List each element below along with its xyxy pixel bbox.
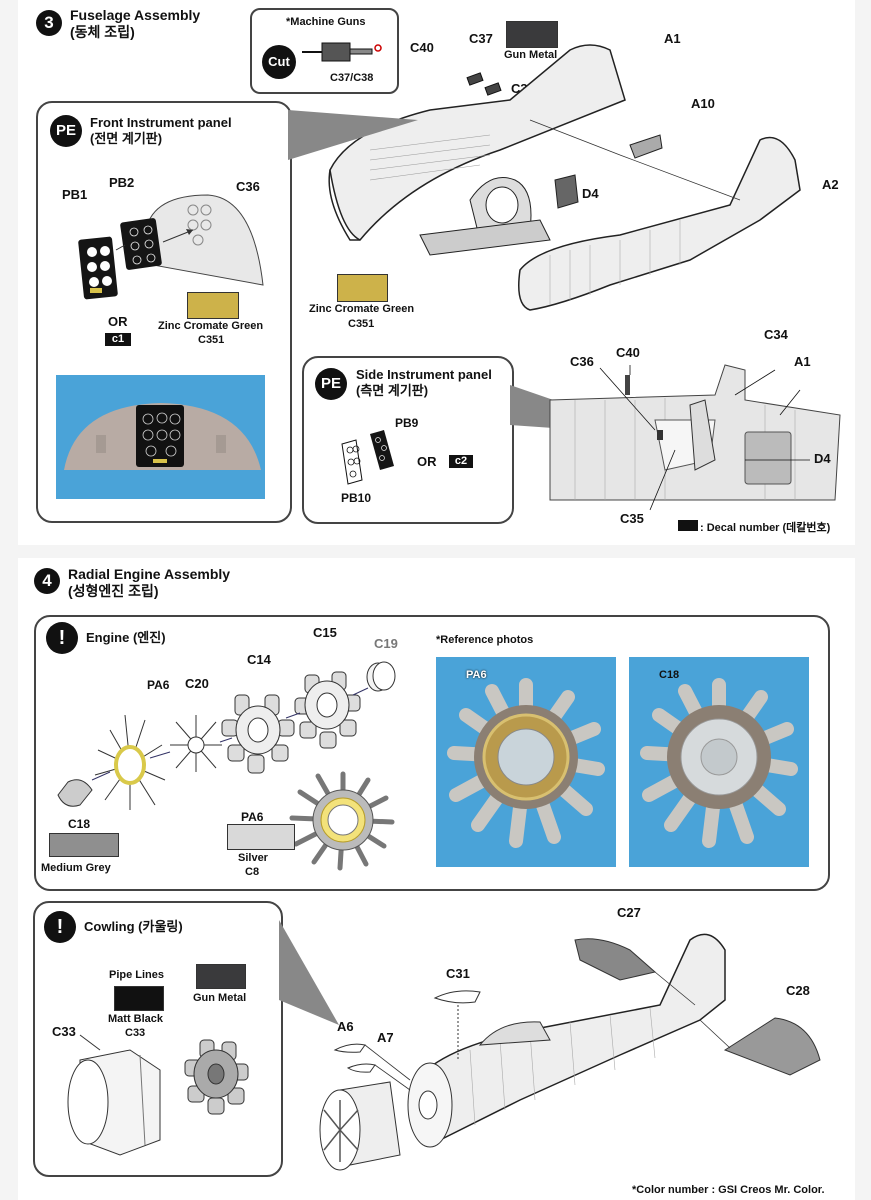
part-pb1: PB1: [62, 187, 88, 202]
cowling-c28: C28: [786, 983, 810, 998]
decal-note-swatch: [678, 520, 698, 531]
part-c40: C40: [410, 40, 434, 55]
cowling-callout: [279, 920, 339, 1025]
detail-c35: C35: [620, 511, 644, 526]
detail-c40: C40: [616, 345, 640, 360]
step3-title: Fuselage Assembly: [70, 7, 201, 23]
step4-number: 4: [34, 568, 60, 594]
part-c36: C36: [236, 179, 260, 194]
machine-gun-part: C37/C38: [330, 72, 374, 84]
cowling-c31: C31: [446, 966, 470, 981]
cowling-gun-metal-label: Gun Metal: [193, 992, 247, 1004]
cowling-drawing: [67, 1034, 249, 1156]
cowling-c27: C27: [617, 905, 641, 920]
part-a1: A1: [664, 31, 681, 46]
detail-d4: D4: [814, 451, 831, 466]
gun-metal-swatch: [506, 21, 558, 48]
part-pb2: PB2: [109, 175, 135, 190]
step4-title: Radial Engine Assembly: [68, 566, 231, 582]
reference-photos-label: *Reference photos: [436, 634, 534, 646]
gun-metal-label: Gun Metal: [504, 49, 558, 61]
side-panel-badge: PE: [315, 368, 347, 400]
front-zinc-swatch: [187, 292, 239, 319]
cut-label: Cut: [268, 54, 290, 69]
front-panel-badge: PE: [50, 115, 82, 147]
reference-photo-2-drawing: [640, 678, 798, 848]
engine-c14: C14: [247, 652, 271, 667]
front-panel-title-ko: (전면 계기판): [90, 131, 163, 146]
cowling-badge: !: [44, 911, 76, 943]
part-pb9: PB9: [395, 416, 419, 430]
engine-badge: !: [46, 622, 78, 654]
front-panel-decal: c1: [105, 333, 131, 346]
front-panel-photo-drawing: [64, 403, 261, 470]
cowling-c33: C33: [52, 1024, 76, 1039]
color-note: *Color number : GSI Creos Mr. Color.: [632, 1184, 825, 1196]
cowling-a7: A7: [377, 1030, 394, 1045]
decal-note: : Decal number (데칼번호): [700, 522, 831, 534]
zinc-label: Zinc Cromate Green: [309, 303, 415, 315]
engine-c20: C20: [185, 676, 209, 691]
pipe-lines-label: Pipe Lines: [109, 969, 165, 981]
cut-badge: Cut: [262, 45, 296, 79]
reference-photo-2: C18: [629, 657, 809, 867]
reference-photo-1-drawing: [447, 678, 605, 848]
part-a2: A2: [822, 177, 839, 192]
detail-c34: C34: [764, 327, 788, 342]
front-panel-title: Front Instrument panel: [90, 115, 232, 130]
front-zinc-label: Zinc Cromate Green: [158, 320, 264, 332]
front-panel-callout: [288, 110, 418, 160]
matt-black-label: Matt Black: [108, 1013, 164, 1025]
engine-pa6b: PA6: [241, 810, 264, 824]
cowling-gun-metal-swatch: [196, 964, 246, 989]
front-panel-or: OR: [108, 314, 128, 329]
engine-c15: C15: [313, 625, 337, 640]
machine-gun-drawing: [302, 42, 382, 62]
part-d4: D4: [582, 186, 599, 201]
matt-black-swatch: [114, 986, 164, 1011]
cowling-title: Cowling (카울링): [84, 919, 183, 934]
reference-photo-2-label: C18: [659, 669, 680, 681]
engine-complete-drawing: [289, 771, 395, 871]
medium-grey-label: Medium Grey: [41, 862, 111, 874]
silver-code: C8: [245, 866, 260, 878]
zinc-swatch: [337, 274, 388, 302]
step4-title-ko: (성형엔진 조립): [68, 583, 159, 599]
front-zinc-code: C351: [198, 334, 225, 346]
side-panel-decal: c2: [449, 455, 473, 468]
engine-c19: C19: [374, 636, 398, 651]
matt-black-code: C33: [125, 1027, 146, 1039]
medium-grey-swatch: [49, 833, 119, 857]
side-detail-drawing: [549, 364, 841, 511]
zinc-code: C351: [348, 318, 375, 330]
front-panel-drawing: [78, 194, 264, 300]
cowling-a6: A6: [337, 1019, 354, 1034]
step3-number: 3: [36, 10, 62, 36]
machine-guns-title: *Machine Guns: [286, 16, 366, 28]
part-a10: A10: [691, 96, 715, 111]
side-panel-or: OR: [417, 454, 437, 469]
reference-photo-1-label: PA6: [466, 669, 487, 681]
silver-label: Silver: [238, 852, 268, 864]
step3-title-ko: (동체 조립): [70, 24, 135, 40]
cowling-aircraft-drawing: [319, 933, 821, 1171]
engine-pa6: PA6: [147, 678, 170, 692]
silver-swatch: [227, 824, 295, 850]
engine-exploded-drawing: [57, 661, 396, 810]
front-panel-photo: [56, 375, 265, 499]
detail-c36: C36: [570, 354, 594, 369]
engine-title: Engine (엔진): [86, 630, 166, 645]
part-c37: C37: [469, 31, 493, 46]
part-pb10: PB10: [341, 491, 372, 505]
side-panel-drawing: [341, 430, 394, 485]
reference-photo-1: PA6: [436, 657, 616, 867]
engine-c18: C18: [68, 817, 91, 831]
side-panel-title-ko: (측면 계기판): [356, 383, 429, 398]
side-panel-title: Side Instrument panel: [356, 367, 492, 382]
detail-a1: A1: [794, 354, 811, 369]
